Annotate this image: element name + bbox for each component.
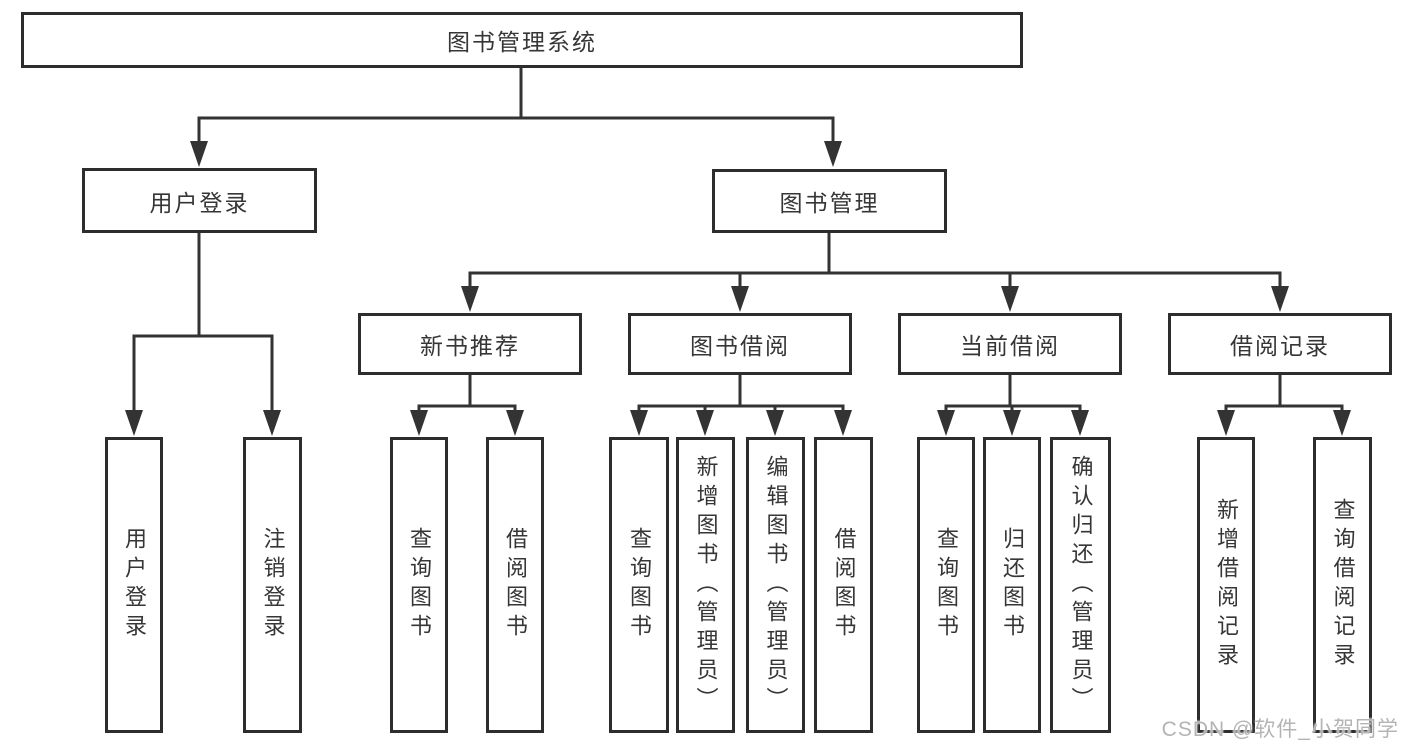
leaf-user-login: 用户登录 — [105, 437, 163, 733]
node-user-login: 用户登录 — [82, 168, 317, 233]
node-current-borrow: 当前借阅 — [898, 313, 1122, 375]
leaf-query-borrow-record: 查询借阅记录 — [1313, 437, 1372, 733]
leaf-add-borrow-record-label: 新增借阅记录 — [1214, 498, 1239, 672]
leaf-logout-login: 注销登录 — [243, 437, 302, 733]
leaf-logout-login-label: 注销登录 — [260, 527, 286, 643]
leaf-add-book-admin: 新增图书（管理员） — [676, 437, 735, 733]
leaf-borrow-book-2: 借阅图书 — [814, 437, 873, 733]
node-new-book-recommend-label: 新书推荐 — [420, 333, 520, 359]
node-book-borrow: 图书借阅 — [628, 313, 852, 375]
node-new-book-recommend: 新书推荐 — [358, 313, 582, 375]
node-user-login-label: 用户登录 — [149, 189, 250, 216]
node-book-borrow-label: 图书借阅 — [690, 333, 790, 359]
node-book-management: 图书管理 — [712, 169, 947, 233]
node-root: 图书管理系统 — [21, 12, 1023, 68]
leaf-confirm-return-admin-label: 确认归还（管理员） — [1068, 454, 1094, 716]
leaf-query-book-3-label: 查询图书 — [934, 527, 959, 643]
node-root-label: 图书管理系统 — [447, 29, 597, 55]
leaf-return-book: 归还图书 — [983, 437, 1041, 733]
leaf-add-borrow-record: 新增借阅记录 — [1197, 437, 1255, 733]
node-current-borrow-label: 当前借阅 — [960, 333, 1060, 359]
leaf-edit-book-admin: 编辑图书（管理员） — [746, 437, 805, 733]
leaf-return-book-label: 归还图书 — [1000, 527, 1025, 643]
leaf-query-book-3: 查询图书 — [917, 437, 975, 733]
node-borrow-records-label: 借阅记录 — [1230, 333, 1330, 359]
node-borrow-records: 借阅记录 — [1168, 313, 1392, 375]
leaf-confirm-return-admin: 确认归还（管理员） — [1050, 437, 1111, 733]
leaf-add-book-admin-label: 新增图书（管理员） — [693, 454, 719, 716]
leaf-borrow-book-1-label: 借阅图书 — [503, 527, 528, 643]
leaf-borrow-book-2-label: 借阅图书 — [831, 527, 857, 643]
leaf-query-book-2-label: 查询图书 — [627, 527, 652, 643]
leaf-query-book-1-label: 查询图书 — [407, 527, 432, 643]
node-book-management-label: 图书管理 — [779, 190, 880, 216]
leaf-borrow-book-1: 借阅图书 — [486, 437, 544, 733]
watermark: CSDN @软件_小贺同学 — [1161, 718, 1399, 741]
leaf-edit-book-admin-label: 编辑图书（管理员） — [763, 454, 789, 716]
leaf-query-borrow-record-label: 查询借阅记录 — [1330, 498, 1356, 672]
leaf-user-login-label: 用户登录 — [122, 527, 147, 643]
leaf-query-book-1: 查询图书 — [390, 437, 448, 733]
leaf-query-book-2: 查询图书 — [609, 437, 669, 733]
